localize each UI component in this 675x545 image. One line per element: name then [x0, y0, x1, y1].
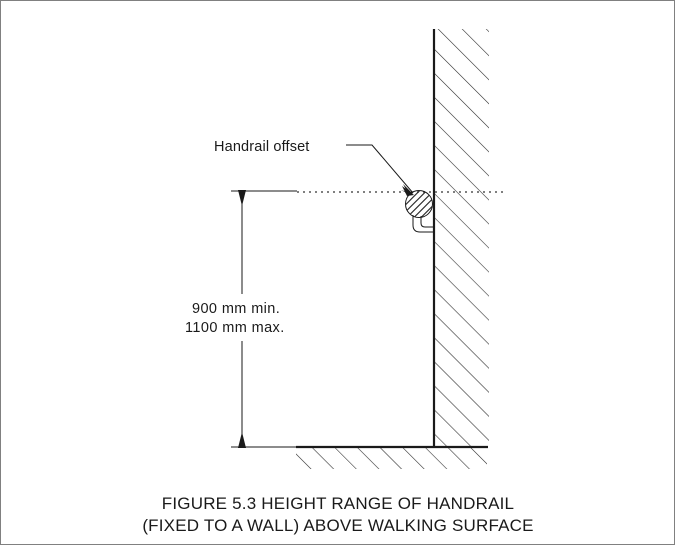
- floor-hatching: [296, 447, 487, 469]
- dimension-max-label: 1100 mm max.: [185, 320, 285, 336]
- handrail-offset-leader: [346, 144, 414, 196]
- figure-caption-line-2: (FIXED TO A WALL) ABOVE WALKING SURFACE: [142, 516, 533, 535]
- wall-hatching: [433, 29, 489, 447]
- dimension-min-label: 900 mm min.: [192, 301, 280, 317]
- dimension-arrow-bottom: [238, 432, 246, 448]
- walking-surface: [296, 445, 488, 469]
- height-dimension: [231, 190, 297, 448]
- handrail-bracket: [412, 215, 434, 233]
- handrail-offset-label: Handrail offset: [214, 139, 309, 155]
- dimension-arrow-top: [238, 190, 246, 206]
- figure-caption-line-1: FIGURE 5.3 HEIGHT RANGE OF HANDRAIL: [162, 494, 514, 513]
- wall: [432, 29, 489, 447]
